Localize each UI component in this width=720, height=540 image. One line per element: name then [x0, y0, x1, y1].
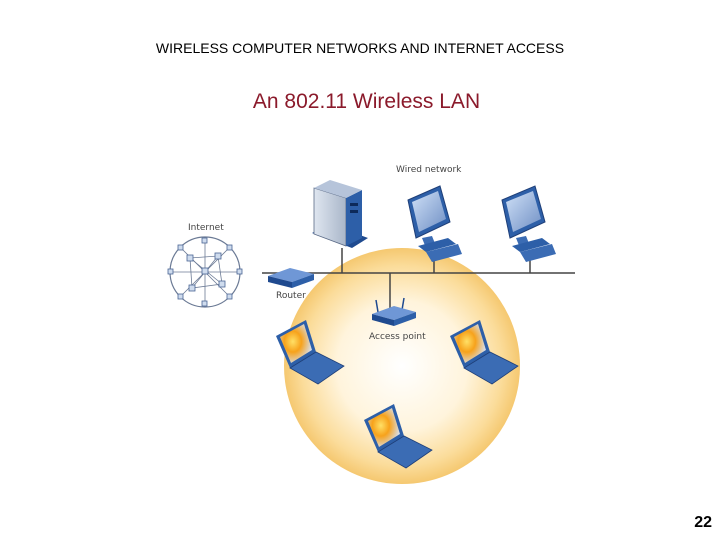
wired-network-label: Wired network	[396, 165, 462, 175]
slide-header: WIRELESS COMPUTER NETWORKS AND INTERNET …	[155, 40, 565, 56]
desktop-computer-icon	[407, 185, 462, 262]
access-point-icon	[372, 297, 416, 326]
router-icon	[268, 268, 314, 288]
internet-label: Internet	[188, 223, 224, 233]
internet-globe-icon	[167, 236, 243, 308]
desktop-computer-icon	[501, 185, 556, 262]
page-number: 22	[694, 514, 712, 531]
server-tower-icon	[312, 180, 368, 248]
laptop-icon	[450, 320, 519, 385]
wired-network-backbone	[262, 248, 575, 308]
access-point-label: Access point	[369, 332, 426, 342]
laptop-icon	[276, 320, 345, 385]
laptop-icon	[364, 404, 433, 469]
slide-title: An 802.11 Wireless LAN	[252, 90, 481, 113]
wireless-coverage-area	[284, 248, 520, 484]
router-label: Router	[276, 291, 306, 301]
